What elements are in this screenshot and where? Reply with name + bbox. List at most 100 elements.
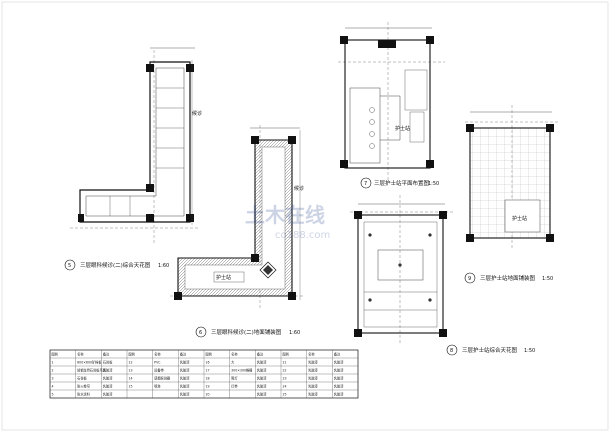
legend-cell: 防火卷帘 (77, 384, 90, 389)
legend-header: 图例 (206, 352, 212, 357)
legend-cell: 乳胶漆 (308, 392, 318, 397)
legend-cell: 防水涂料 (77, 392, 91, 397)
legend-cell: 21 (283, 361, 287, 365)
nurse-ceiling-view-number: 8 (450, 348, 453, 354)
nurse-ceiling-title: 三层护士站综合天花图 (462, 346, 518, 354)
l-floor-scale: 1:60 (289, 330, 300, 336)
legend-cell: 乳胶漆 (334, 392, 344, 397)
legend-cell: 乳胶漆 (257, 392, 267, 397)
legend-header: 名称 (154, 352, 161, 357)
legend-cell: 乳胶漆 (180, 360, 190, 365)
l-floor-view-number: 6 (199, 330, 202, 336)
legend-cell: 16 (206, 361, 210, 365)
legend-header: 图例 (129, 352, 135, 357)
legend-table: 图例 名称 备注 图例 名称 备注 图例 名称 备注 图例 名称 备注 1 600×600矿棉板石膏板 12… (49, 349, 359, 399)
legend-cell: 石膏板 (77, 376, 87, 381)
watermark: 土木在线 co188.com (245, 203, 330, 241)
legend-cell: 19 (206, 385, 210, 389)
legend-cell: 4 (52, 385, 54, 389)
legend-cell: PVC (154, 361, 161, 365)
legend-cell: 乳胶漆 (180, 376, 190, 381)
legend-cell: 乳胶漆 (103, 376, 113, 381)
legend-cell: 600×600矿棉板 (77, 360, 102, 365)
legend-cell: 20 (206, 393, 210, 397)
legend-header: 备注 (180, 352, 187, 357)
legend-cell: 轻钢龙骨石膏板吊顶 (77, 368, 106, 373)
legend-cell: 14 (129, 377, 133, 381)
legend-header: 名称 (308, 352, 315, 357)
legend-cell: 乳胶漆 (180, 392, 190, 397)
legend-cell: 乳胶漆 (334, 384, 344, 389)
nurse-ceiling-scale: 1:50 (524, 348, 535, 354)
nurse-layout-scale: 1:50 (428, 181, 439, 187)
legend-cell: 乳胶漆 (103, 368, 113, 373)
legend-cell: 乳胶漆 (257, 360, 267, 365)
legend-cell: 石膏板 (103, 360, 113, 365)
legend-cell: 1 (52, 361, 54, 365)
legend-cell: 乳胶漆 (103, 384, 113, 389)
nurse-station-floor-plan: 护士站 9 三层护士站地面铺装图 1:50 (464, 105, 560, 284)
legend-cell: 乳胶漆 (308, 368, 318, 373)
legend-cell: 灯带 (231, 384, 238, 389)
legend-cell: 18 (206, 377, 210, 381)
legend-cell: 22 (283, 369, 287, 373)
legend-cell: 乳胶漆 (334, 376, 344, 381)
legend-cell: 23 (283, 377, 287, 381)
legend-cell: 24 (283, 385, 287, 389)
legend-cell: 乳胶漆 (257, 376, 267, 381)
l-floor-title: 三层眼科候诊(二)地面铺装图 (211, 328, 282, 336)
legend-cell: 乳胶漆 (308, 376, 318, 381)
l-ceiling-mid-label: 候诊 (192, 110, 202, 117)
legend-cell: 乳胶漆 (180, 384, 190, 389)
legend-cell: 大 (231, 360, 235, 365)
watermark-text: 土木在线 (245, 203, 325, 227)
legend-cell: 乳胶漆 (308, 384, 318, 389)
nurse-layout-title: 三层护士站平面布置图 (374, 179, 430, 187)
l-ceiling-scale: 1:60 (158, 263, 169, 269)
legend-cell: 乳胶漆 (257, 384, 267, 389)
legend-cell: 乳胶漆 (103, 392, 113, 397)
nurse-layout-station-label: 护士站 (395, 125, 410, 132)
legend-header: 备注 (334, 352, 341, 357)
watermark-sub: co188.com (275, 230, 330, 241)
l-ceiling-plan: 候诊 5 三层眼科候诊(二)综合天花图 1:60 (64, 47, 202, 271)
legend-cell: 乳胶漆 (308, 360, 318, 365)
legend-cell: 3 (52, 377, 54, 381)
l-ceiling-title: 三层眼科候诊(二)综合天花图 (80, 261, 151, 269)
legend-cell: 300×300格栅 (231, 368, 253, 373)
nurse-floor-station-label: 护士站 (512, 215, 527, 222)
legend-cell: 乳胶漆 (334, 360, 344, 365)
l-floor-mid-label: 候诊 (294, 185, 304, 192)
nurse-floor-view-number: 9 (468, 276, 471, 282)
legend-cell: 17 (206, 369, 210, 373)
nurse-station-ceiling-plan: 8 三层护士站综合天花图 1:50 (350, 195, 535, 356)
legend-header: 备注 (103, 352, 110, 357)
legend-cell: 设备带 (154, 368, 164, 373)
legend-cell: 15 (129, 385, 133, 389)
legend-cell: 乳胶漆 (257, 368, 267, 373)
nurse-station-layout-plan: 护士站 7 三层护士站平面布置图 1:50 (338, 22, 445, 189)
legend-cell: 12 (129, 361, 133, 365)
l-floor-plan: 候诊 护士站 6 三层眼科候诊(二)地面铺装图 1:60 (170, 125, 305, 338)
legend-cell: 乳胶漆 (180, 368, 190, 373)
legend-header: 名称 (77, 352, 84, 357)
nurse-floor-title: 三层护士站地面铺装图 (480, 274, 536, 282)
legend-cell: 乳胶漆 (334, 368, 344, 373)
legend-cell: 25 (283, 393, 287, 397)
l-floor-station-label: 护士站 (216, 274, 231, 281)
legend-cell: 2 (52, 369, 54, 373)
l-ceiling-view-number: 5 (68, 263, 71, 269)
nurse-floor-scale: 1:50 (542, 276, 553, 282)
legend-cell: 筒灯 (231, 376, 238, 381)
legend-header: 名称 (231, 352, 238, 357)
legend-header: 图例 (52, 352, 58, 357)
nurse-layout-view-number: 7 (364, 181, 367, 187)
legend-cell: 5 (52, 393, 54, 397)
legend-header: 图例 (283, 352, 289, 357)
legend-cell: 感烟探测器 (154, 376, 171, 381)
legend-header: 备注 (257, 352, 264, 357)
legend-cell: 13 (129, 369, 133, 373)
legend-cell: 喷淋 (154, 384, 161, 389)
